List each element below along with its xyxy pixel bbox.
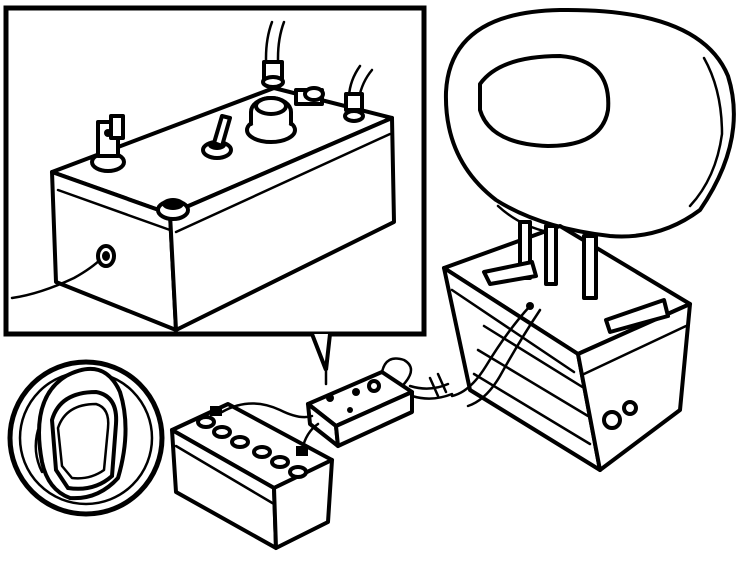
callout-pointer [310, 333, 332, 371]
indicator-lamp-icon [294, 86, 325, 106]
face-shield-visor-icon [49, 389, 119, 491]
inset-control-box [10, 20, 396, 332]
toggle-switch-icon [201, 114, 233, 160]
face-shield-symbol [7, 359, 165, 517]
terminal-left-icon [261, 20, 286, 89]
push-button-icon [245, 96, 297, 144]
airbag-module [443, 7, 736, 239]
control-box [306, 357, 454, 448]
test-button-icon [156, 198, 190, 221]
battery-side [272, 458, 334, 550]
cable-connector-icon [10, 244, 116, 300]
mounting-bracket [442, 220, 692, 472]
airbag-center-panel [478, 54, 611, 148]
inset-panel [3, 5, 427, 371]
battery [170, 402, 334, 550]
terminal-right-icon [343, 64, 374, 123]
inset-box-side [168, 116, 396, 332]
key-switch-icon [90, 114, 126, 173]
control-box-side [334, 390, 414, 448]
